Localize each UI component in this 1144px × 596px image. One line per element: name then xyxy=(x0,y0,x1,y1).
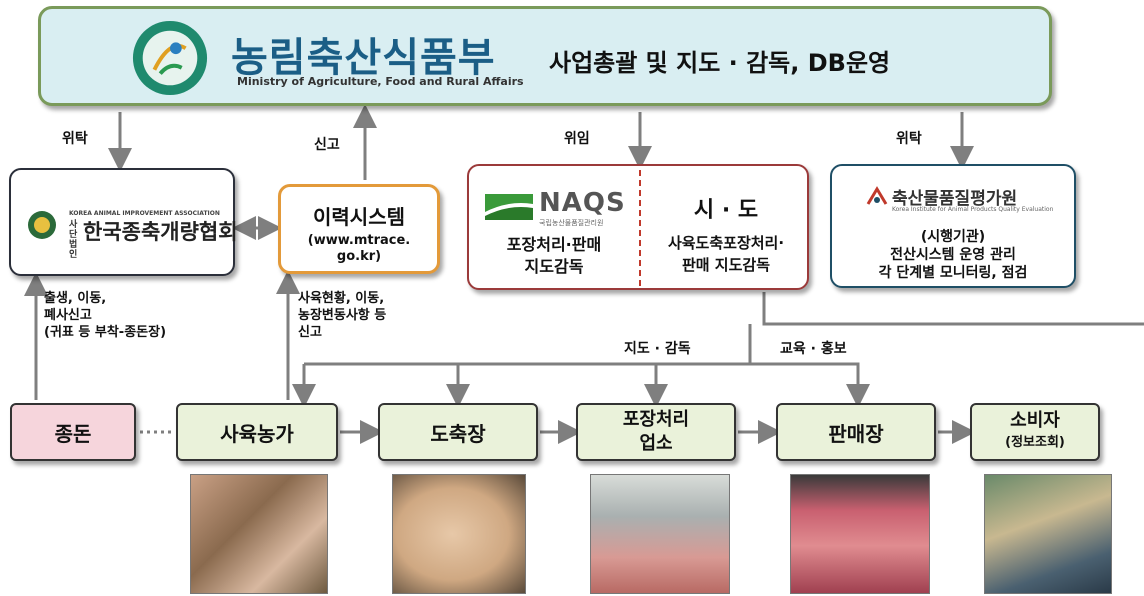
ministry-name-en: Ministry of Agriculture, Food and Rural … xyxy=(237,75,524,88)
label-report: 신고 xyxy=(314,137,340,153)
chain-node-consumer: 소비자 (정보조회) xyxy=(970,403,1100,461)
ministry-banner: 농림축산식품부 Ministry of Agriculture, Food an… xyxy=(38,6,1052,106)
label-delegate: 위임 xyxy=(564,131,590,147)
kaia-name-en: KOREA ANIMAL IMPROVEMENT ASSOCIATION xyxy=(69,210,220,217)
slaughter-photo xyxy=(392,474,526,594)
mtrace-title: 이력시스템 xyxy=(313,205,405,229)
apqa-desc: (시행기관) 전산시스템 운영 관리 각 단계별 모니터링, 점검 xyxy=(878,229,1028,281)
kaia-emblem-icon xyxy=(28,211,56,239)
apqa-name-en: Korea Institute for Animal Products Qual… xyxy=(892,206,1054,213)
sido-desc: 사육도축포장처리·판매 지도감독 xyxy=(667,234,785,274)
chain-node-sow: 종돈 xyxy=(10,403,136,461)
farm-report-note: 사육현황, 이동, 농장변동사항 등 신고 xyxy=(298,291,387,340)
mtrace-url: (www.mtrace.go.kr) xyxy=(307,233,411,264)
kaia-tag: 사단법인 xyxy=(69,220,78,260)
apqa-logo-icon xyxy=(866,186,888,205)
sido-title: 시 · 도 xyxy=(693,198,759,223)
sow-report-note: 출생, 이동, 폐사신고 (귀표 등 부착-종돈장) xyxy=(44,291,167,340)
kaia-box: KOREA ANIMAL IMPROVEMENT ASSOCIATION 사단법… xyxy=(9,168,238,276)
consumer-photo xyxy=(984,474,1112,594)
naqs-logo-icon xyxy=(485,194,533,220)
packer-photo xyxy=(590,474,730,594)
seller-photo xyxy=(790,474,930,594)
farm-photo xyxy=(190,474,328,594)
naqs-sido-divider xyxy=(639,170,641,286)
ministry-emblem-icon xyxy=(132,20,208,96)
kaia-name: 한국종축개량협회 xyxy=(83,220,238,244)
ministry-role: 사업총괄 및 지도 · 감독, DB운영 xyxy=(549,49,891,77)
education-label: 교육 · 홍보 xyxy=(780,341,847,357)
chain-node-seller: 판매장 xyxy=(776,403,936,461)
apqa-box: 축산물품질평가원 Korea Institute for Animal Prod… xyxy=(830,164,1076,288)
chain-node-slaughter: 도축장 xyxy=(378,403,538,461)
label-entrust-right: 위탁 xyxy=(896,131,922,147)
ministry-name: 농림축산식품부 xyxy=(231,35,496,81)
apqa-name: 축산물품질평가원 xyxy=(892,189,1018,209)
chain-node-farm: 사육농가 xyxy=(176,403,338,461)
naqs-logo-sub: 국립농산물품질관리원 xyxy=(539,219,604,227)
guidance-label: 지도 · 감독 xyxy=(624,341,691,357)
supervision-line xyxy=(762,292,1144,326)
mtrace-box: 이력시스템 (www.mtrace.go.kr) xyxy=(278,184,440,274)
chain-node-packer: 포장처리 업소 xyxy=(576,403,736,461)
naqs-logo-text: NAQS xyxy=(539,188,626,218)
label-entrust-left: 위탁 xyxy=(62,131,88,147)
